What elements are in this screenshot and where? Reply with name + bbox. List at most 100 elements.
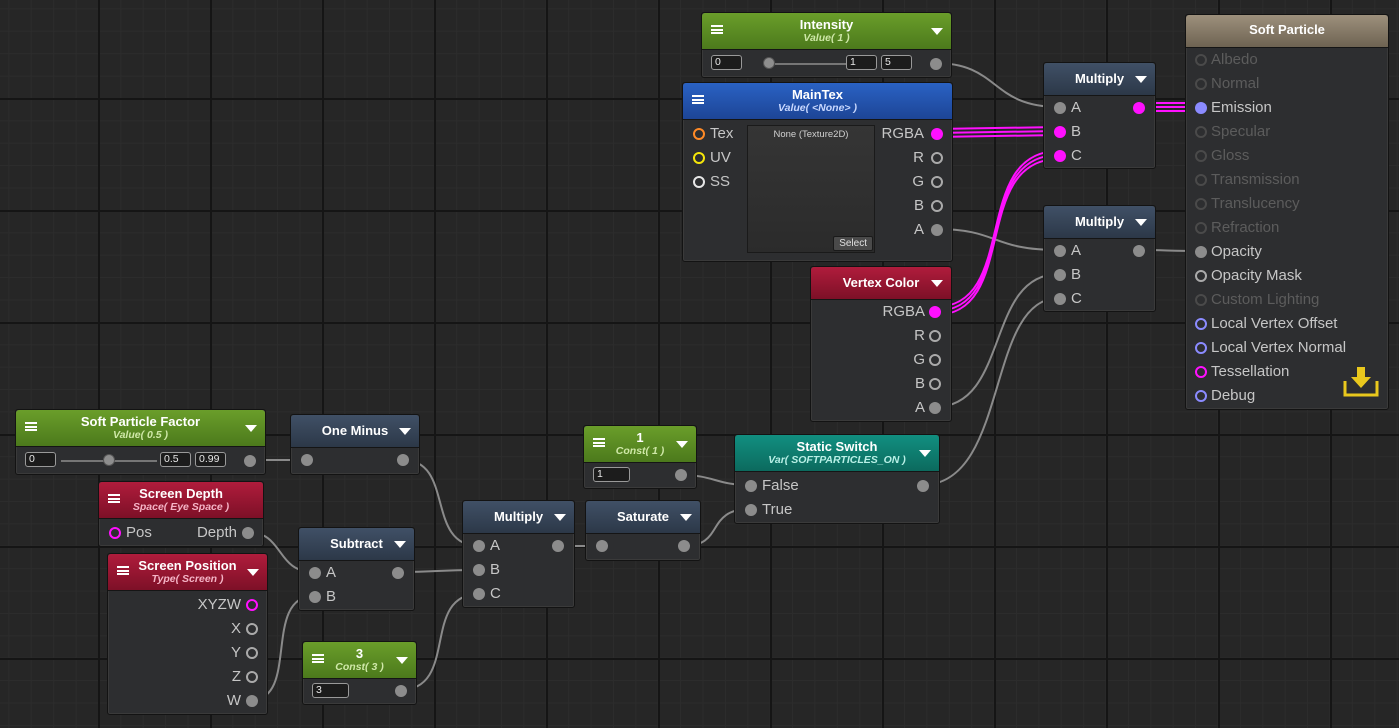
- uv-input-port[interactable]: [693, 152, 705, 164]
- one-minus-node[interactable]: One Minus: [290, 414, 420, 475]
- const-3-node[interactable]: 3 Const( 3 ) 3: [302, 641, 417, 705]
- screen-depth-node[interactable]: Screen Depth Space( Eye Space ) Pos Dept…: [98, 481, 264, 547]
- output-port[interactable]: [392, 567, 404, 579]
- screen-depth-header[interactable]: Screen Depth Space( Eye Space ): [99, 482, 263, 519]
- save-to-material-icon[interactable]: [1343, 367, 1379, 399]
- b-output-port[interactable]: [929, 378, 941, 390]
- x-output-port[interactable]: [246, 623, 258, 635]
- b-input-port[interactable]: [473, 564, 485, 576]
- menu-icon[interactable]: [25, 422, 37, 431]
- z-output-port[interactable]: [246, 671, 258, 683]
- maintex-header[interactable]: MainTex Value( <None> ): [683, 83, 952, 120]
- saturate-header[interactable]: Saturate: [586, 501, 700, 534]
- menu-icon[interactable]: [108, 494, 120, 503]
- custom-lighting-port[interactable]: [1195, 294, 1207, 306]
- intensity-header[interactable]: Intensity Value( 1 ): [702, 13, 951, 50]
- c-input-port[interactable]: [473, 588, 485, 600]
- multiply-header[interactable]: Multiply: [463, 501, 574, 534]
- dropdown-arrow-icon[interactable]: [1135, 76, 1147, 83]
- soft-particle-master-node[interactable]: Soft Particle Albedo Normal Emission Spe…: [1185, 14, 1389, 410]
- gloss-port[interactable]: [1195, 150, 1207, 162]
- w-output-port[interactable]: [246, 695, 258, 707]
- albedo-port[interactable]: [1195, 54, 1207, 66]
- dropdown-arrow-icon[interactable]: [931, 28, 943, 35]
- c-input-port[interactable]: [1054, 150, 1066, 162]
- intensity-node[interactable]: Intensity Value( 1 ) 0 1 5: [701, 12, 952, 78]
- opacity-mask-port[interactable]: [1195, 270, 1207, 282]
- debug-port[interactable]: [1195, 390, 1207, 402]
- saturate-node[interactable]: Saturate: [585, 500, 701, 561]
- local-vertex-normal-port[interactable]: [1195, 342, 1207, 354]
- xyzw-output-port[interactable]: [246, 599, 258, 611]
- slider-knob[interactable]: [763, 57, 775, 69]
- refraction-port[interactable]: [1195, 222, 1207, 234]
- const-1-header[interactable]: 1 Const( 1 ): [584, 426, 696, 463]
- value-field[interactable]: 1: [593, 467, 630, 482]
- y-output-port[interactable]: [246, 647, 258, 659]
- value-field[interactable]: 3: [312, 683, 349, 698]
- dropdown-arrow-icon[interactable]: [1135, 219, 1147, 226]
- dropdown-arrow-icon[interactable]: [676, 441, 688, 448]
- maintex-node[interactable]: MainTex Value( <None> ) Tex UV SS None (…: [682, 82, 953, 262]
- pos-input-port[interactable]: [109, 527, 121, 539]
- output-port[interactable]: [917, 480, 929, 492]
- tex-input-port[interactable]: [693, 128, 705, 140]
- select-button[interactable]: Select: [833, 236, 873, 251]
- screen-position-header[interactable]: Screen Position Type( Screen ): [108, 554, 267, 591]
- a-input-port[interactable]: [1054, 102, 1066, 114]
- c-input-port[interactable]: [1054, 293, 1066, 305]
- output-port[interactable]: [1133, 102, 1145, 114]
- output-port[interactable]: [397, 454, 409, 466]
- dropdown-arrow-icon[interactable]: [399, 428, 411, 435]
- output-port[interactable]: [678, 540, 690, 552]
- a-output-port[interactable]: [929, 402, 941, 414]
- static-switch-header[interactable]: Static Switch Var( SOFTPARTICLES_ON ): [735, 435, 939, 472]
- menu-icon[interactable]: [117, 566, 129, 575]
- screen-position-node[interactable]: Screen Position Type( Screen ) XYZW X Y …: [107, 553, 268, 715]
- rgba-output-port[interactable]: [929, 306, 941, 318]
- texture-preview[interactable]: None (Texture2D) Select: [747, 125, 875, 253]
- rgba-output-port[interactable]: [931, 128, 943, 140]
- menu-icon[interactable]: [711, 25, 723, 34]
- a-input-port[interactable]: [473, 540, 485, 552]
- depth-output-port[interactable]: [242, 527, 254, 539]
- master-header[interactable]: Soft Particle: [1186, 15, 1388, 48]
- translucency-port[interactable]: [1195, 198, 1207, 210]
- menu-icon[interactable]: [593, 438, 605, 447]
- static-switch-node[interactable]: Static Switch Var( SOFTPARTICLES_ON ) Fa…: [734, 434, 940, 524]
- value-field[interactable]: 0.5: [160, 452, 191, 467]
- slider-track[interactable]: [775, 63, 871, 65]
- b-output-port[interactable]: [931, 200, 943, 212]
- a-input-port[interactable]: [309, 567, 321, 579]
- min-field[interactable]: 0: [711, 55, 742, 70]
- dropdown-arrow-icon[interactable]: [554, 514, 566, 521]
- opacity-port[interactable]: [1195, 246, 1207, 258]
- local-vertex-offset-port[interactable]: [1195, 318, 1207, 330]
- multiply-header[interactable]: Multiply: [1044, 206, 1155, 239]
- subtract-node[interactable]: Subtract A B: [298, 527, 415, 611]
- multiply-low-node[interactable]: Multiply A B C: [462, 500, 575, 608]
- value-field[interactable]: 1: [846, 55, 877, 70]
- b-input-port[interactable]: [1054, 269, 1066, 281]
- b-input-port[interactable]: [309, 591, 321, 603]
- a-output-port[interactable]: [931, 224, 943, 236]
- const-3-header[interactable]: 3 Const( 3 ): [303, 642, 416, 679]
- input-port[interactable]: [596, 540, 608, 552]
- soft-particle-factor-node[interactable]: Soft Particle Factor Value( 0.5 ) 0 0.5 …: [15, 409, 266, 475]
- menu-icon[interactable]: [312, 654, 324, 663]
- output-port[interactable]: [552, 540, 564, 552]
- r-output-port[interactable]: [929, 330, 941, 342]
- b-input-port[interactable]: [1054, 126, 1066, 138]
- output-port[interactable]: [244, 455, 256, 467]
- false-input-port[interactable]: [745, 480, 757, 492]
- output-port[interactable]: [395, 685, 407, 697]
- g-output-port[interactable]: [931, 176, 943, 188]
- true-input-port[interactable]: [745, 504, 757, 516]
- menu-icon[interactable]: [692, 95, 704, 104]
- emission-port[interactable]: [1195, 102, 1207, 114]
- a-input-port[interactable]: [1054, 245, 1066, 257]
- factor-header[interactable]: Soft Particle Factor Value( 0.5 ): [16, 410, 265, 447]
- output-port[interactable]: [675, 469, 687, 481]
- dropdown-arrow-icon[interactable]: [680, 514, 692, 521]
- multiply-mid-node[interactable]: Multiply A B C: [1043, 205, 1156, 312]
